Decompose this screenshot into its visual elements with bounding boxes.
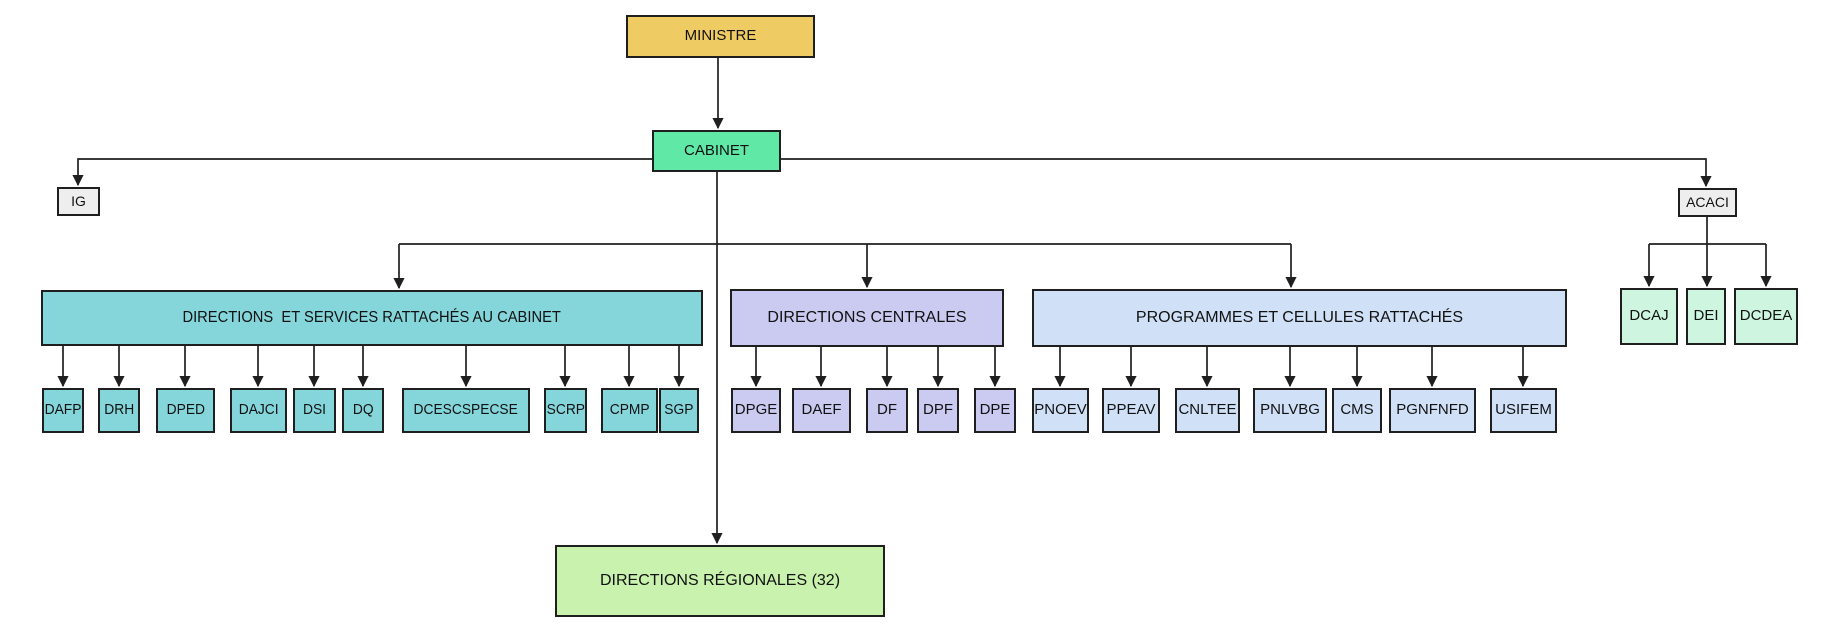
node-label: DSI [302,401,326,419]
node-cms: CMS [1332,388,1382,433]
node-cnltee: CNLTEE [1175,388,1240,433]
node-label: DAFP [44,401,82,419]
node-dajci: DAJCI [230,388,287,433]
node-label: DCESCSPECSE [413,401,519,419]
node-label: SGP [664,401,694,419]
node-dsi: DSI [293,388,336,433]
node-dafp: DAFP [42,388,84,433]
node-cpmp: CPMP [601,388,658,433]
node-dq: DQ [342,388,384,433]
node-drh: DRH [98,388,140,433]
node-pnlvbg: PNLVBG [1253,388,1327,433]
node-ministre: MINISTRE [626,15,815,58]
node-sgp: SGP [659,388,699,433]
node-dei: DEI [1686,288,1726,345]
node-daef: DAEF [792,388,851,433]
node-dpf: DPF [917,388,959,433]
node-label: DRH [104,401,134,419]
node-ppeav: PPEAV [1102,388,1160,433]
node-dcdea: DCDEA [1734,288,1798,345]
group-header-directions-services: DIRECTIONS ET SERVICES RATTACHÉS AU CABI… [41,290,703,346]
node-dpe: DPE [974,388,1016,433]
node-pgnfnfd: PGNFNFD [1389,388,1476,433]
node-acaci: ACACI [1678,188,1737,217]
node-ig: IG [57,187,100,216]
node-label: DAJCI [238,401,279,419]
node-directions-regionales: DIRECTIONS RÉGIONALES (32) [555,545,885,617]
node-cabinet: CABINET [652,130,781,172]
group-header-label: DIRECTIONS ET SERVICES RATTACHÉS AU CABI… [182,309,562,327]
group-header-programmes-cellules: PROGRAMMES ET CELLULES RATTACHÉS [1032,289,1567,347]
node-scrp: SCRP [544,388,587,433]
node-dped: DPED [156,388,215,433]
node-dcaj: DCAJ [1620,288,1678,345]
node-label: SCRP [546,401,585,419]
node-dcescspecse: DCESCSPECSE [402,388,530,433]
node-label: CPMP [609,401,650,419]
group-header-directions-centrales: DIRECTIONS CENTRALES [730,289,1004,347]
node-df: DF [866,388,908,433]
node-label: DQ [352,401,374,419]
node-label: DPED [166,401,205,419]
node-usifem: USIFEM [1490,388,1557,433]
node-pnoev: PNOEV [1032,388,1089,433]
node-dpge: DPGE [731,388,781,433]
